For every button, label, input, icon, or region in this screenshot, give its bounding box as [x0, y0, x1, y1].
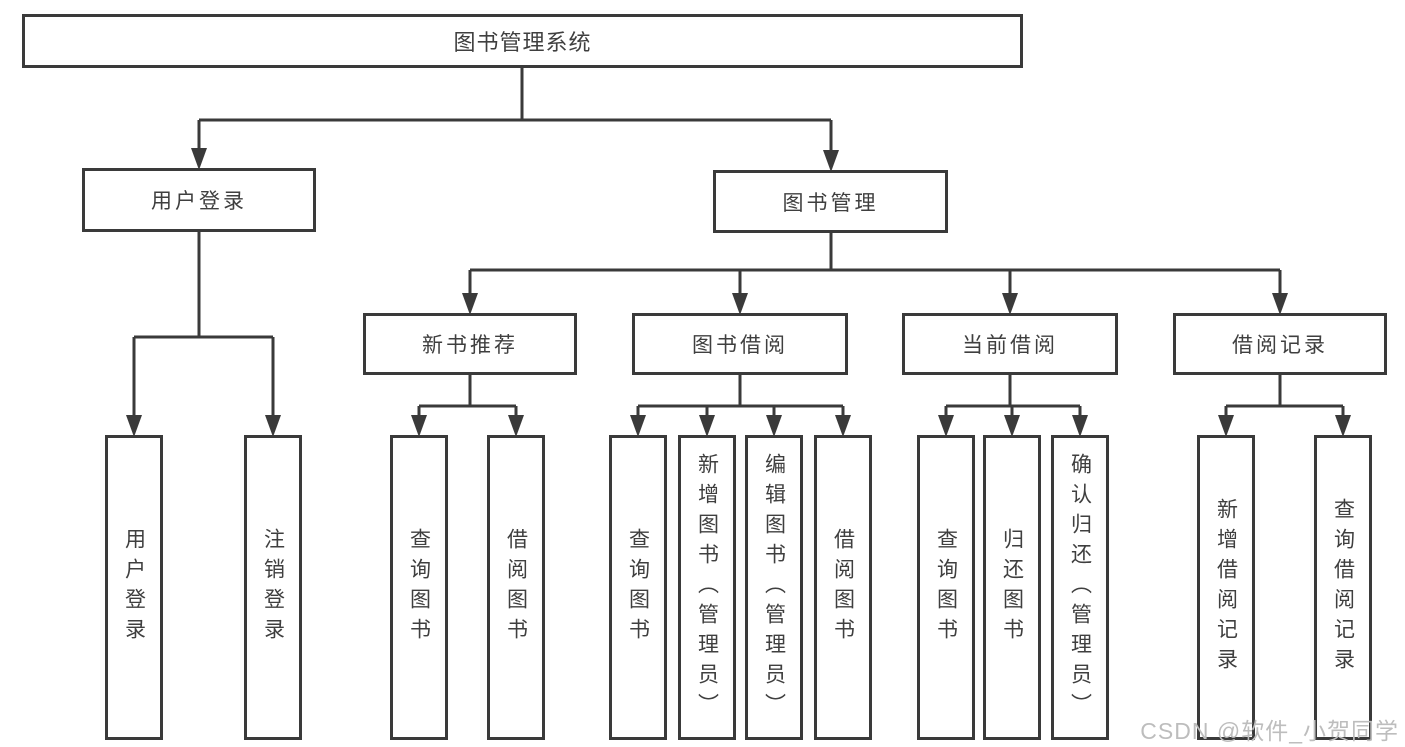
- arrowhead: [1218, 415, 1234, 437]
- node-label: 编辑图书（管理员）: [762, 452, 786, 723]
- arrowhead: [1272, 293, 1288, 315]
- leaf-newbook-borrow-books: 借阅图书: [487, 435, 545, 740]
- node-label: 借阅图书: [504, 527, 528, 648]
- node-label: 归还图书: [1000, 527, 1024, 648]
- arrowhead: [191, 148, 207, 170]
- node-label: 用户登录: [122, 527, 146, 648]
- arrowhead: [1072, 415, 1088, 437]
- node-user-login: 用户登录: [82, 168, 316, 232]
- leaf-logout: 注销登录: [244, 435, 302, 740]
- node-label: 查询图书: [626, 527, 650, 648]
- arrowhead: [411, 415, 427, 437]
- leaf-record-query-borrow-record: 查询借阅记录: [1314, 435, 1372, 740]
- connector-root-to-level2: [197, 68, 833, 168]
- node-label: 借阅记录: [1232, 334, 1328, 357]
- node-current-borrow: 当前借阅: [902, 313, 1118, 375]
- arrowhead: [1002, 293, 1018, 315]
- node-label: 图书管理系统: [453, 30, 592, 55]
- node-label: 确认归还（管理员）: [1068, 452, 1092, 723]
- node-label: 当前借阅: [962, 334, 1058, 357]
- leaf-current-confirm-return-admin: 确认归还（管理员）: [1051, 435, 1109, 740]
- arrowhead: [823, 150, 839, 172]
- arrowhead: [462, 293, 478, 315]
- connector-newbook-to-leaves: [417, 375, 518, 431]
- node-label: 图书管理: [782, 191, 879, 215]
- arrowhead: [699, 415, 715, 437]
- node-library-system: 图书管理系统: [22, 14, 1023, 68]
- connector-bookmgmt-to-level3: [468, 233, 1282, 310]
- connector-userlogin-to-leaves: [132, 232, 275, 431]
- node-label: 查询图书: [934, 527, 958, 648]
- node-label: 新增借阅记录: [1214, 497, 1238, 678]
- arrowhead: [126, 415, 142, 437]
- node-label: 查询借阅记录: [1331, 497, 1355, 678]
- arrowhead: [508, 415, 524, 437]
- arrowhead: [938, 415, 954, 437]
- leaf-current-query-books: 查询图书: [917, 435, 975, 740]
- node-label: 新增图书（管理员）: [695, 452, 719, 723]
- arrowhead: [835, 415, 851, 437]
- leaf-borrow-query-books: 查询图书: [609, 435, 667, 740]
- arrowhead: [630, 415, 646, 437]
- leaf-borrow-edit-books-admin: 编辑图书（管理员）: [745, 435, 803, 740]
- leaf-current-return-books: 归还图书: [983, 435, 1041, 740]
- node-label: 图书借阅: [692, 334, 788, 357]
- arrowhead: [1335, 415, 1351, 437]
- csdn-watermark: CSDN @软件_小贺同学: [1140, 718, 1399, 744]
- node-label: 查询图书: [407, 527, 431, 648]
- leaf-borrow-borrow-books: 借阅图书: [814, 435, 872, 740]
- node-label: 注销登录: [261, 527, 285, 648]
- leaf-record-add-borrow-record: 新增借阅记录: [1197, 435, 1255, 740]
- node-book-borrow: 图书借阅: [632, 313, 848, 375]
- arrowhead: [766, 415, 782, 437]
- leaf-borrow-add-books-admin: 新增图书（管理员）: [678, 435, 736, 740]
- node-label: 借阅图书: [831, 527, 855, 648]
- node-book-management: 图书管理: [713, 170, 948, 233]
- leaf-user-login: 用户登录: [105, 435, 163, 740]
- arrowhead: [1004, 415, 1020, 437]
- node-new-book-recommend: 新书推荐: [363, 313, 577, 375]
- connector-borrowrecord-to-leaves: [1224, 375, 1345, 431]
- node-borrow-record: 借阅记录: [1173, 313, 1387, 375]
- arrowhead: [265, 415, 281, 437]
- node-label: 用户登录: [151, 190, 247, 213]
- leaf-newbook-query-books: 查询图书: [390, 435, 448, 740]
- connector-bookborrow-to-leaves: [636, 375, 845, 431]
- arrowhead: [732, 293, 748, 315]
- node-label: 新书推荐: [422, 334, 518, 357]
